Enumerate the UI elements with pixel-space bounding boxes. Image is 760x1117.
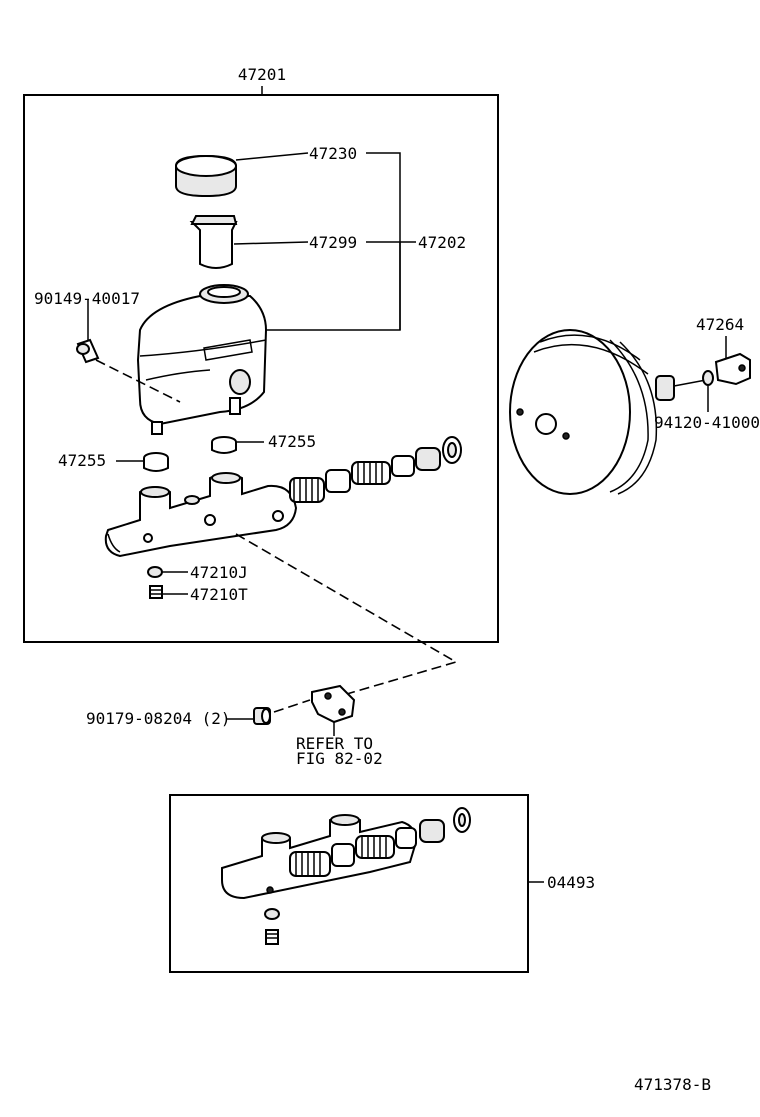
kit-gasket-plug-icon[interactable]	[264, 908, 280, 945]
repair-kit-frame	[169, 794, 529, 973]
strainer-leader	[233, 241, 309, 245]
plug-icon[interactable]	[149, 585, 163, 599]
label-assembly: 47201	[238, 65, 286, 84]
reservoir-icon[interactable]	[136, 284, 268, 435]
gasket-icon[interactable]	[147, 566, 163, 578]
label-grommet-left: 47255	[58, 451, 106, 470]
label-gasket: 47210J	[190, 563, 248, 582]
label-reservoir-subassembly: 47202	[418, 233, 466, 252]
cap-leader	[235, 152, 309, 161]
label-strainer: 47299	[309, 233, 357, 252]
kit-piston-spring-icon[interactable]	[289, 807, 471, 877]
label-grommet-right: 47255	[268, 432, 316, 451]
reservoir-cap-icon[interactable]	[175, 154, 237, 198]
reservoir-strainer-icon[interactable]	[189, 215, 238, 269]
label-clevis: 47264	[696, 315, 744, 334]
subassembly-bracket	[366, 152, 401, 330]
master-cylinder-assembly-frame	[23, 94, 499, 643]
booster-nut-icon[interactable]	[702, 370, 714, 386]
reservoir-leader	[266, 242, 401, 331]
mounting-nut-icon[interactable]	[253, 707, 271, 725]
label-reservoir-cap: 47230	[309, 144, 357, 163]
label-refer-line2: FIG 82-02	[296, 749, 383, 768]
label-refer-line1: REFER TO	[296, 734, 373, 753]
master-cylinder-body-icon[interactable]	[104, 472, 298, 558]
bracket-icon[interactable]	[311, 684, 356, 724]
grommet-right-icon[interactable]	[211, 436, 237, 454]
label-plug: 47210T	[190, 585, 248, 604]
label-figure-id: 471378-B	[634, 1075, 711, 1094]
brake-booster-icon[interactable]	[509, 329, 707, 495]
nut-dash-line	[273, 699, 311, 713]
label-mounting-nut: 90179-08204 (2)	[86, 709, 231, 728]
label-repair-kit: 04493	[547, 873, 595, 892]
grommet-left-icon[interactable]	[143, 452, 169, 472]
label-booster-nut: 94120-41000	[654, 413, 760, 432]
clevis-icon[interactable]	[714, 352, 751, 386]
screw-dash-line	[95, 359, 181, 403]
screw-icon[interactable]	[76, 338, 100, 364]
refer-dash-line	[235, 533, 459, 697]
label-screw: 90149-40017	[34, 289, 140, 308]
piston-spring-icon[interactable]	[289, 436, 462, 503]
